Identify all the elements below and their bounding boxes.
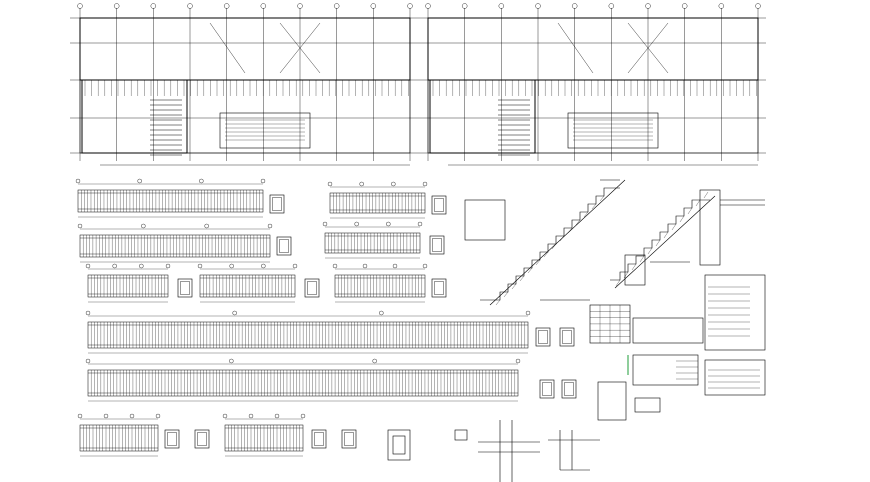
floor-plan-right (418, 3, 766, 166)
column-details (387, 420, 600, 482)
floor-plan-left (70, 3, 418, 166)
stair-sections (464, 179, 765, 306)
beam-elevations (75, 178, 577, 457)
notes-table (589, 274, 766, 421)
